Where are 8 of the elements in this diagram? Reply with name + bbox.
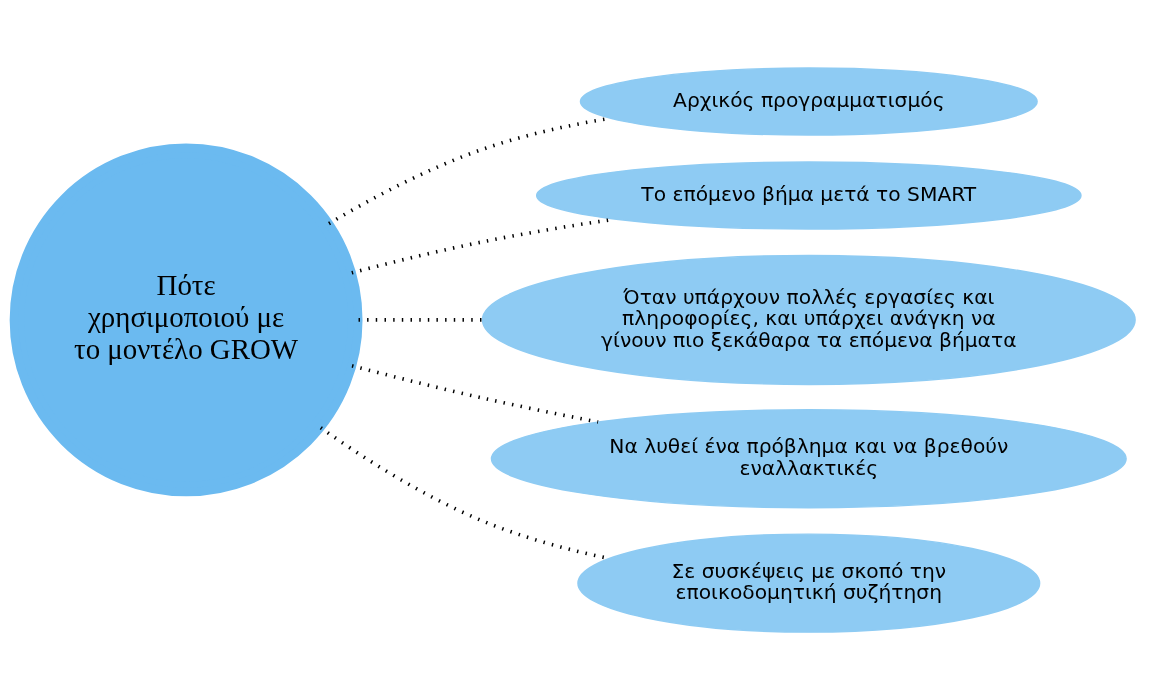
node-ellipse: Να λυθεί ένα πρόβλημα και να βρεθούν εναλλακτικές [490,409,1127,509]
node-circle: Πότε χρησιμοποιού με το μοντέλο GROW [9,143,363,497]
node-ellipse: Όταν υπάρχουν πολλές εργασίες και πληροφορίες, και υπάρχει ανάγκη να γίνουν πιο ξεκάθαρα τα επόμενα βήματα [481,254,1136,386]
node-ellipse: Αρχικός προγραμματισμός [579,67,1038,136]
connector [358,318,483,322]
node-ellipse: Το επόμενο βήμα μετά το SMART [535,161,1082,230]
connector [351,364,599,424]
node-ellipse: Σε συσκέψεις με σκοπό την εποικοδομητική συζήτηση [577,533,1041,633]
